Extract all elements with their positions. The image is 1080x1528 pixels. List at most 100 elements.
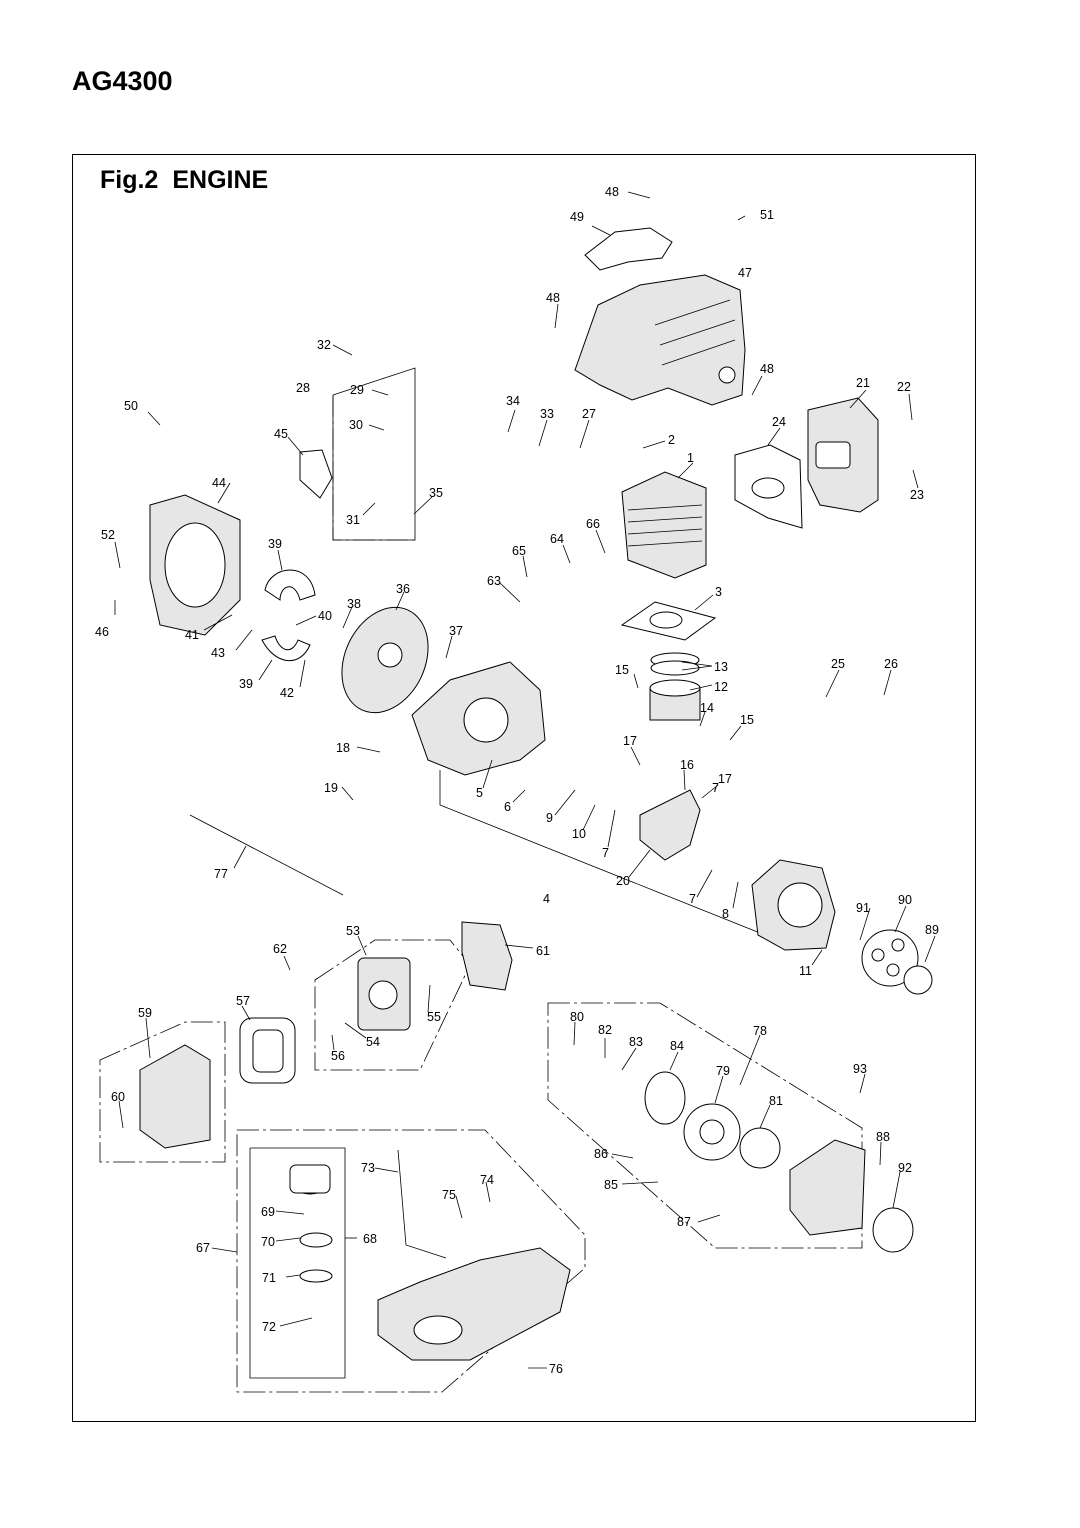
- part-label-89: 89: [925, 923, 939, 937]
- part-label-61: 61: [536, 944, 550, 958]
- part-label-62: 62: [273, 942, 287, 956]
- part-label-59: 59: [138, 1006, 152, 1020]
- part-label-39b: 39: [239, 677, 253, 691]
- part-label-26: 26: [884, 657, 898, 671]
- part-label-84: 84: [670, 1039, 684, 1053]
- part-label-30: 30: [349, 418, 363, 432]
- part-label-15b: 15: [740, 713, 754, 727]
- part-label-40: 40: [318, 609, 332, 623]
- part-label-18: 18: [336, 741, 350, 755]
- part-label-52: 52: [101, 528, 115, 542]
- part-label-20: 20: [616, 874, 630, 888]
- part-label-33: 33: [540, 407, 554, 421]
- part-label-78: 78: [753, 1024, 767, 1038]
- part-label-15a: 15: [615, 663, 629, 677]
- part-label-64: 64: [550, 532, 564, 546]
- part-label-92: 92: [898, 1161, 912, 1175]
- part-label-7c: 7: [712, 781, 719, 795]
- part-label-93: 93: [853, 1062, 867, 1076]
- part-label-69: 69: [261, 1205, 275, 1219]
- part-label-91: 91: [856, 901, 870, 915]
- part-label-46: 46: [95, 625, 109, 639]
- part-label-27: 27: [582, 407, 596, 421]
- part-label-68: 68: [363, 1232, 377, 1246]
- part-label-5: 5: [476, 786, 483, 800]
- part-label-24: 24: [772, 415, 786, 429]
- part-label-8: 8: [722, 907, 729, 921]
- part-label-29: 29: [350, 383, 364, 397]
- part-label-76: 76: [549, 1362, 563, 1376]
- part-label-60: 60: [111, 1090, 125, 1104]
- part-label-83: 83: [629, 1035, 643, 1049]
- part-label-57: 57: [236, 994, 250, 1008]
- part-label-16: 16: [680, 758, 694, 772]
- part-label-11: 11: [799, 964, 812, 978]
- part-label-7a: 7: [602, 846, 609, 860]
- part-label-2: 2: [668, 433, 675, 447]
- part-label-4: 4: [543, 892, 550, 906]
- part-label-53: 53: [346, 924, 360, 938]
- part-label-17b: 17: [718, 772, 732, 786]
- part-label-42: 42: [280, 686, 294, 700]
- part-label-79: 79: [716, 1064, 730, 1078]
- part-label-48c: 48: [760, 362, 774, 376]
- model-number: AG4300: [72, 66, 173, 96]
- part-label-90: 90: [898, 893, 912, 907]
- part-label-45: 45: [274, 427, 288, 441]
- part-label-81: 81: [769, 1094, 783, 1108]
- part-label-82: 82: [598, 1023, 612, 1037]
- part-label-77: 77: [214, 867, 228, 881]
- part-label-32: 32: [317, 338, 331, 352]
- part-label-14: 14: [700, 701, 714, 715]
- part-label-25: 25: [831, 657, 845, 671]
- part-label-48a: 48: [605, 185, 619, 199]
- part-label-1: 1: [687, 451, 694, 465]
- part-label-74: 74: [480, 1173, 494, 1187]
- part-label-36: 36: [396, 582, 410, 596]
- part-label-19: 19: [324, 781, 338, 795]
- part-label-73: 73: [361, 1161, 375, 1175]
- part-label-23: 23: [910, 488, 924, 502]
- part-label-88: 88: [876, 1130, 890, 1144]
- part-label-21: 21: [856, 376, 870, 390]
- part-label-13: 13: [714, 660, 728, 674]
- part-label-17a: 17: [623, 734, 637, 748]
- part-label-54: 54: [366, 1035, 380, 1049]
- part-label-75: 75: [442, 1188, 456, 1202]
- part-label-49: 49: [570, 210, 584, 224]
- part-label-9: 9: [546, 811, 553, 825]
- part-label-38: 38: [347, 597, 361, 611]
- part-label-86: 86: [594, 1147, 608, 1161]
- part-label-44: 44: [212, 476, 226, 490]
- part-label-85: 85: [604, 1178, 618, 1192]
- part-label-51: 51: [760, 208, 774, 222]
- part-label-63: 63: [487, 574, 501, 588]
- leader-lines: [114, 191, 936, 1369]
- part-label-12: 12: [714, 680, 728, 694]
- part-label-43: 43: [211, 646, 225, 660]
- part-label-71: 71: [262, 1271, 276, 1285]
- part-number-labels: 1 2 3 4 5 6 7 7 7 8 9 10 11 12 13 14 15 …: [95, 185, 939, 1376]
- part-label-6: 6: [504, 800, 511, 814]
- part-label-55: 55: [427, 1010, 441, 1024]
- part-label-47: 47: [738, 266, 752, 280]
- figure-number: Fig.2: [100, 166, 159, 194]
- part-label-41: 41: [185, 628, 199, 642]
- part-label-3: 3: [715, 585, 722, 599]
- part-label-65: 65: [512, 544, 526, 558]
- part-label-31: 31: [346, 513, 360, 527]
- part-label-87: 87: [677, 1215, 691, 1229]
- part-label-66: 66: [586, 517, 600, 531]
- part-label-56: 56: [331, 1049, 345, 1063]
- part-label-28: 28: [296, 381, 310, 395]
- part-label-10: 10: [572, 827, 586, 841]
- diagram-frame: [72, 154, 976, 1422]
- part-label-80: 80: [570, 1010, 584, 1024]
- part-shapes: [139, 227, 933, 1361]
- part-label-39a: 39: [268, 537, 282, 551]
- part-label-70: 70: [261, 1235, 275, 1249]
- part-label-7b: 7: [689, 892, 696, 906]
- part-label-67: 67: [196, 1241, 210, 1255]
